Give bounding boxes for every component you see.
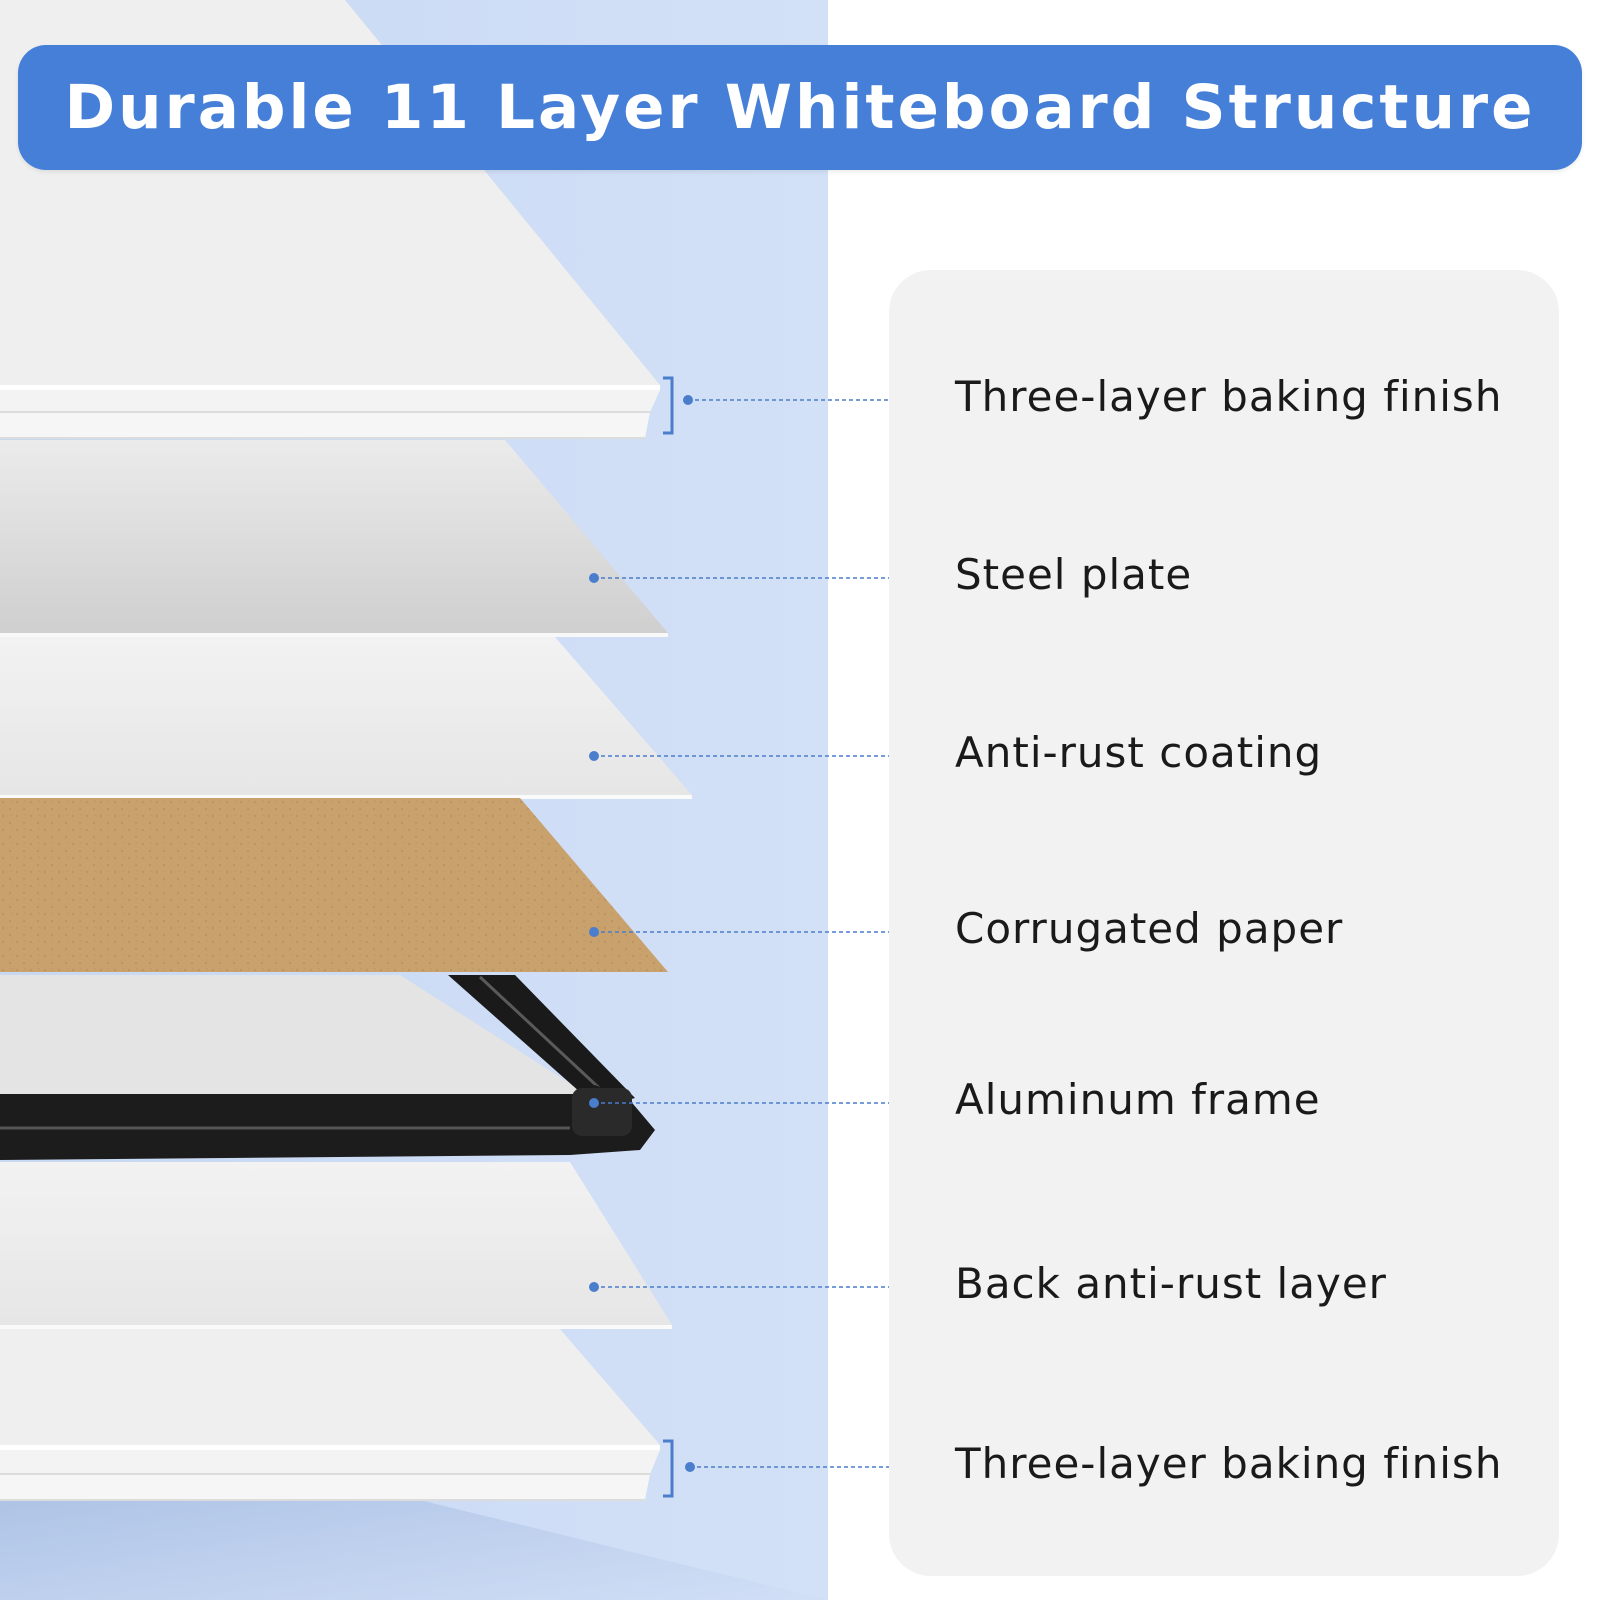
bottom-sheet <box>0 1329 660 1445</box>
frame-backing-sheet <box>0 975 588 1095</box>
label-panel <box>889 270 1559 1576</box>
baking-finish-top-layer-1 <box>0 385 660 390</box>
title-banner: Durable 11 Layer Whiteboard Structure <box>18 45 1582 170</box>
baking-finish-top-layer-3 <box>0 412 650 438</box>
page-title: Durable 11 Layer Whiteboard Structure <box>64 72 1536 143</box>
bracket-top <box>663 376 674 435</box>
layer-label-corrugated-paper: Corrugated paper <box>955 904 1344 953</box>
leader-dot-1 <box>683 395 693 405</box>
baking-finish-bottom-layer-3 <box>0 1474 650 1500</box>
leader-dot-5 <box>589 1098 599 1108</box>
leader-dot-7 <box>685 1462 695 1472</box>
leader-dots <box>589 395 695 1472</box>
layer-label-baking-finish-bottom: Three-layer baking finish <box>955 1439 1503 1488</box>
baking-finish-bottom-layer-2 <box>0 1450 660 1474</box>
aluminum-frame-side-highlight <box>478 975 614 1102</box>
leader-dot-4 <box>589 927 599 937</box>
leader-dot-6 <box>589 1282 599 1292</box>
back-anti-rust-sheet <box>0 1162 672 1325</box>
layer-label-baking-finish-top: Three-layer baking finish <box>955 372 1503 421</box>
steel-plate-sheet <box>0 440 668 633</box>
background-shade <box>0 1500 828 1600</box>
aluminum-frame-corner <box>572 1088 632 1136</box>
layer-label-anti-rust-coating: Anti-rust coating <box>955 728 1323 777</box>
aluminum-frame-side <box>448 975 635 1108</box>
leader-dot-2 <box>589 573 599 583</box>
layer-label-back-anti-rust-layer: Back anti-rust layer <box>955 1259 1387 1308</box>
baking-finish-top-layer-2 <box>0 390 660 412</box>
bracket-bottom <box>663 1439 674 1498</box>
anti-rust-sheet <box>0 637 692 795</box>
layer-label-aluminum-frame: Aluminum frame <box>955 1075 1321 1124</box>
layer-label-steel-plate: Steel plate <box>955 550 1193 599</box>
leader-dot-3 <box>589 751 599 761</box>
baking-finish-bottom-layer-1 <box>0 1445 660 1450</box>
aluminum-frame-bottom <box>0 1085 655 1160</box>
corrugated-paper-texture <box>0 798 668 972</box>
